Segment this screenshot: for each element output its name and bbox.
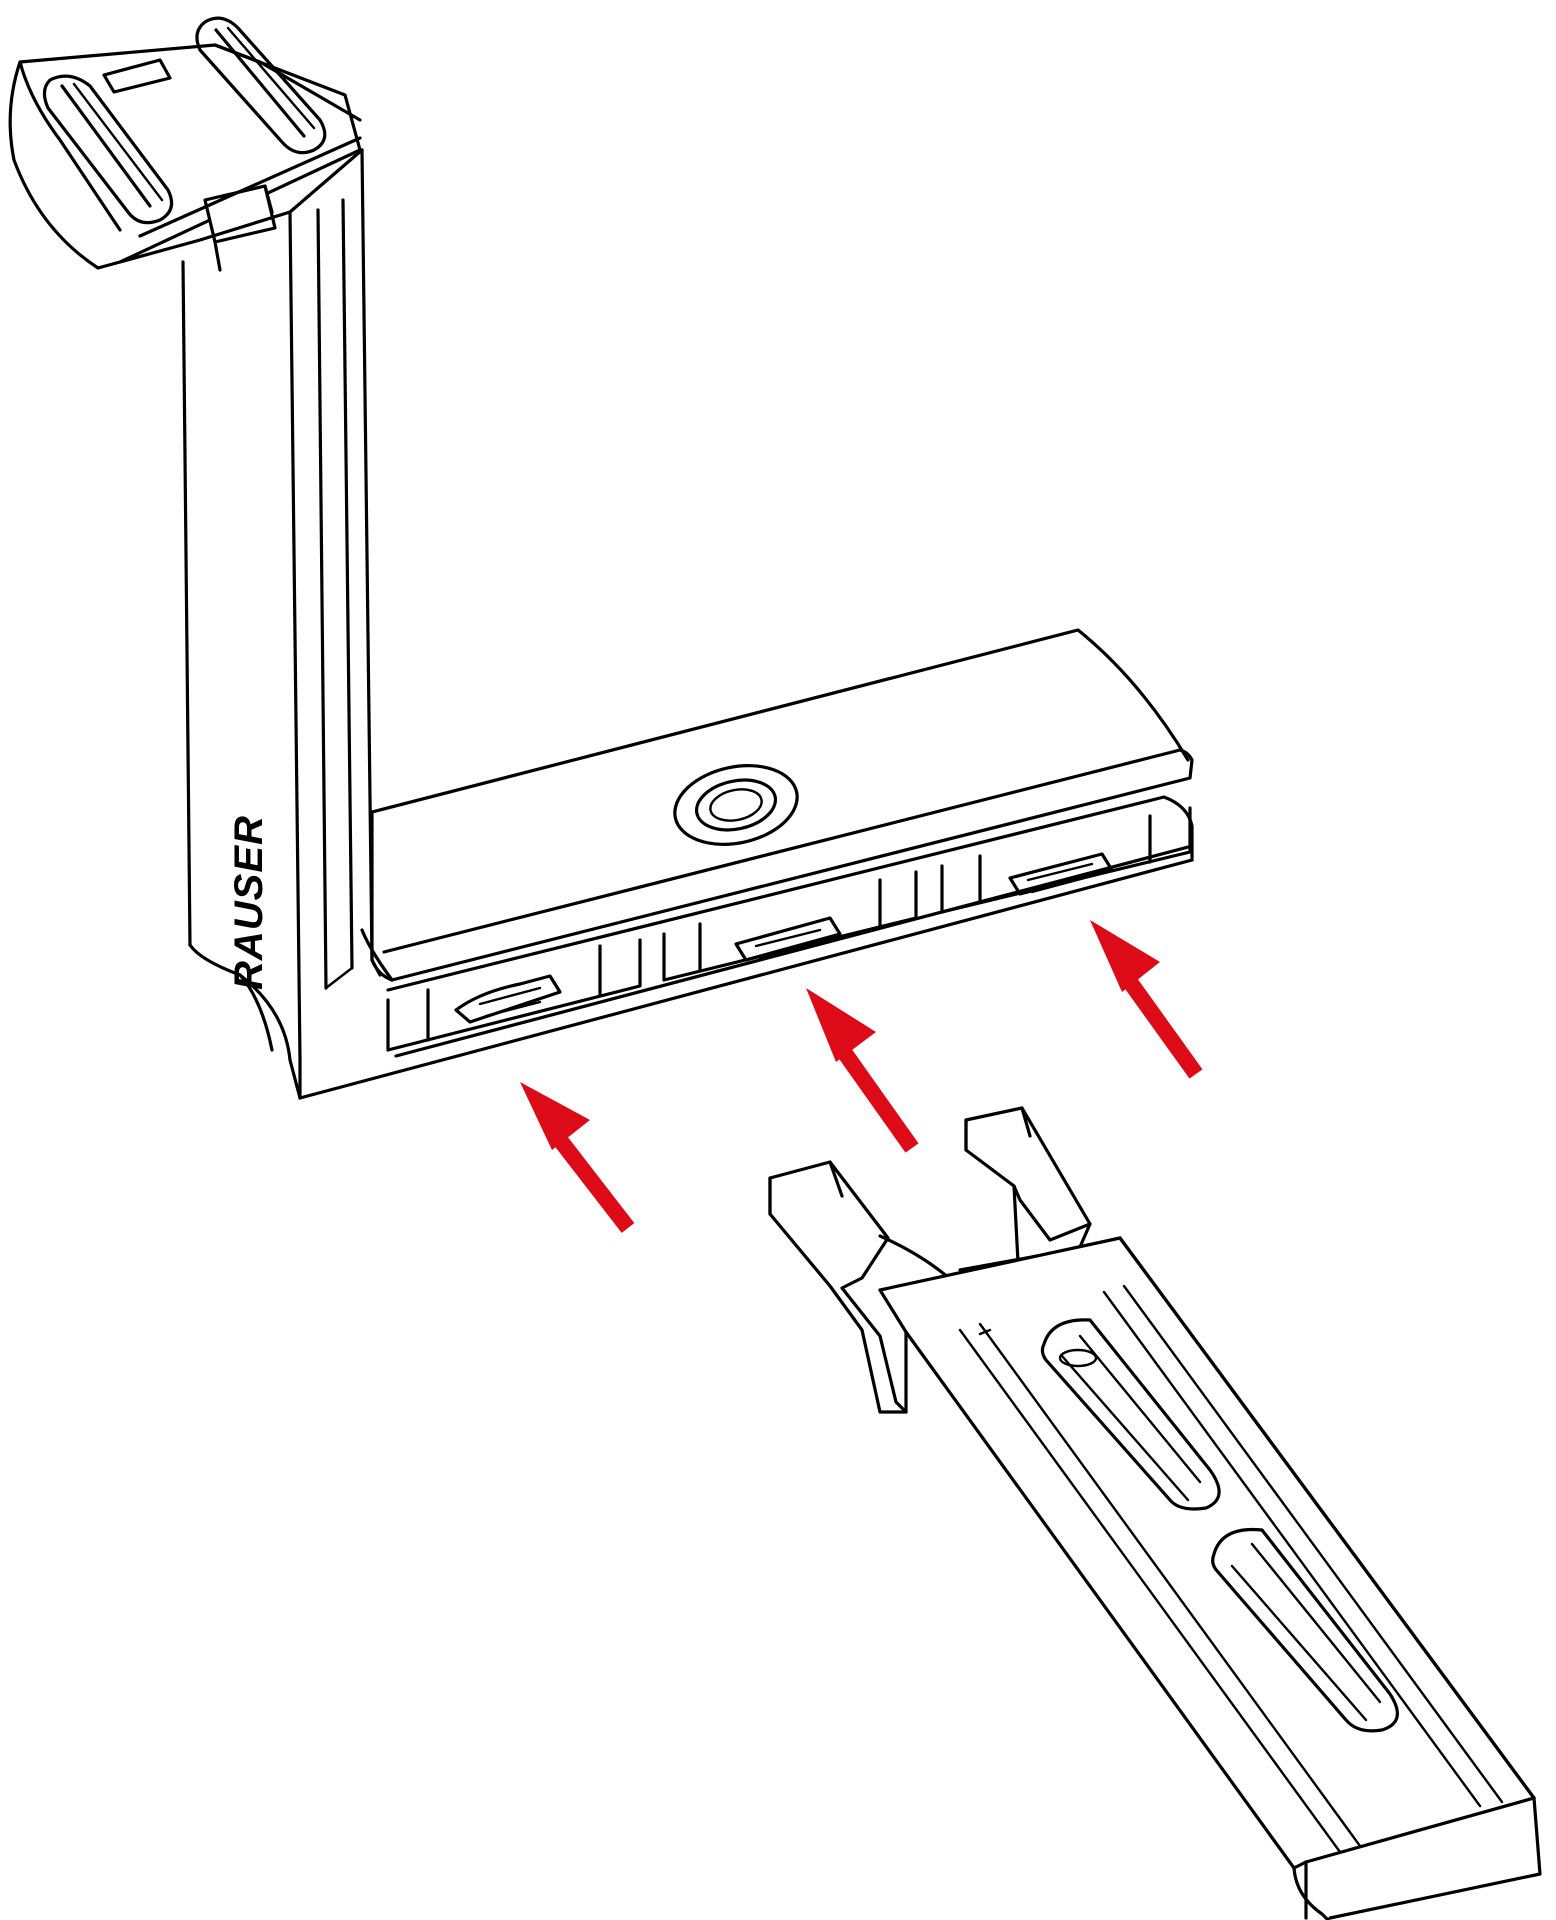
screw-hole	[673, 764, 799, 846]
arrow-right	[1090, 920, 1203, 1079]
arca-rail-plate	[768, 1106, 1542, 1920]
arrow-left	[520, 1082, 635, 1233]
l-bracket: RAUSER	[8, 16, 1194, 1100]
clamp-head	[8, 16, 364, 272]
vertical-arm	[181, 148, 374, 1100]
plate-slot-upper	[1040, 1318, 1221, 1511]
slot-group	[386, 806, 1192, 1052]
plate-slot-lower	[1211, 1527, 1399, 1733]
brand-marking: RAUSER	[227, 815, 271, 990]
arrow-middle	[806, 988, 919, 1153]
horizontal-arm	[298, 628, 1194, 1100]
arrows	[520, 920, 1203, 1233]
